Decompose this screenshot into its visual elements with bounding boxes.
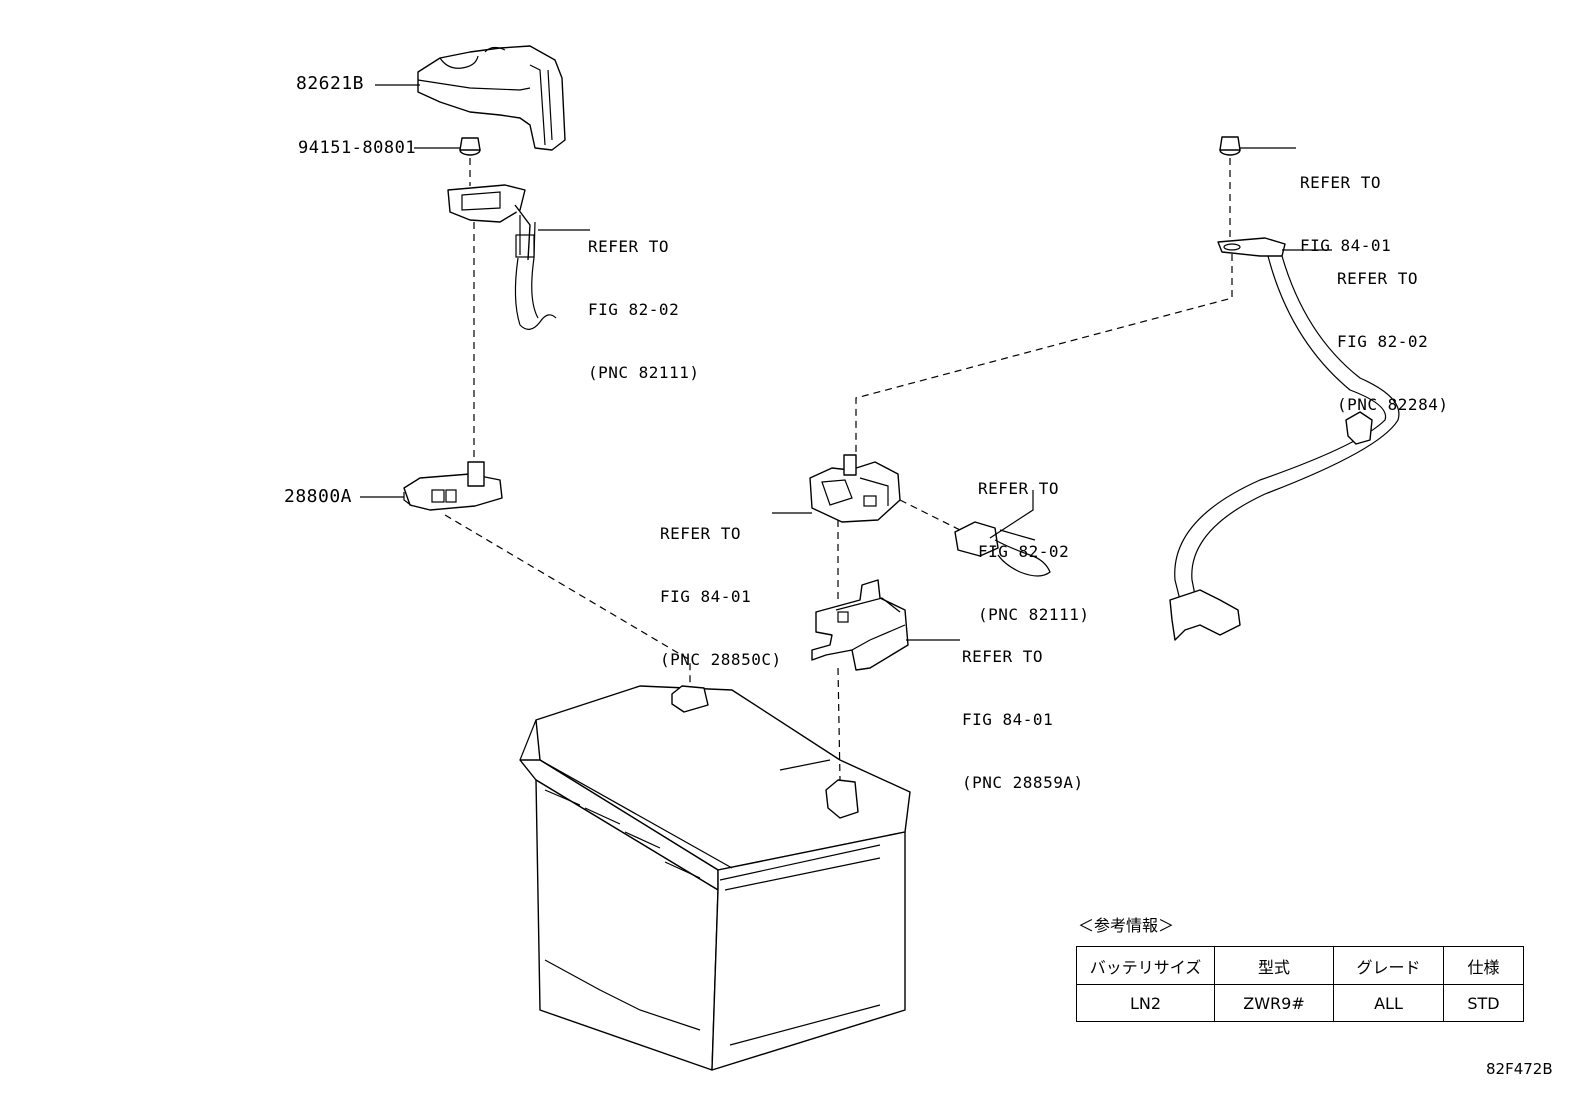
ref-line: (PNC 28850C) <box>660 650 782 669</box>
ref-line: REFER TO <box>588 237 670 256</box>
info-header-cell: グレード <box>1333 946 1444 985</box>
ref-line: REFER TO <box>978 479 1060 498</box>
info-header-cell: 仕様 <box>1443 946 1524 985</box>
ref-cable-negative: REFER TO FIG 82-02 (PNC 82284) <box>1337 226 1448 436</box>
info-header-cell: バッテリサイズ <box>1076 946 1215 985</box>
part-label-nut: 94151-80801 <box>298 138 417 158</box>
ref-nut-top-right: REFER TO FIG 84-01 <box>1300 130 1391 277</box>
ref-line: (PNC 82111) <box>588 363 700 382</box>
ref-connector: REFER TO FIG 82-02 (PNC 82111) <box>978 436 1089 646</box>
ref-line: FIG 84-01 <box>962 710 1054 729</box>
clamp-part <box>403 461 503 511</box>
ref-line: FIG 82-02 <box>1337 332 1429 351</box>
info-table: バッテリサイズ 型式 グレード 仕様 LN2 ZWR9# ALL STD <box>1076 946 1524 1022</box>
info-header-cell: 型式 <box>1214 946 1334 985</box>
ref-cable-positive: REFER TO FIG 82-02 (PNC 82111) <box>588 194 699 404</box>
drawing-code: 82F472B <box>1486 1060 1553 1078</box>
info-title: ＜参考情報＞ <box>1078 916 1175 935</box>
ref-line: (PNC 82111) <box>978 605 1090 624</box>
ref-line: REFER TO <box>1337 269 1419 288</box>
connector-part <box>954 521 1051 577</box>
part-label-clamp: 28800A <box>284 486 353 507</box>
battery-part <box>519 685 911 1071</box>
ref-line: REFER TO <box>1300 173 1382 192</box>
ref-line: FIG 82-02 <box>588 300 680 319</box>
assembly-lines <box>444 158 1233 781</box>
ref-line: REFER TO <box>962 647 1044 666</box>
info-header-row: バッテリサイズ 型式 グレード 仕様 <box>1076 946 1524 985</box>
ref-line: REFER TO <box>660 524 742 543</box>
nut-part <box>459 137 481 156</box>
ref-line: FIG 82-02 <box>978 542 1070 561</box>
ref-line: (PNC 28859A) <box>962 773 1084 792</box>
bracket-part <box>811 579 909 671</box>
ref-bracket: REFER TO FIG 84-01 (PNC 28859A) <box>962 604 1084 814</box>
ref-line: FIG 84-01 <box>660 587 752 606</box>
positive-cable-part <box>447 184 557 330</box>
ref-line: (PNC 82284) <box>1337 395 1449 414</box>
leader-lines <box>360 84 1332 641</box>
sensor-part <box>809 454 901 523</box>
info-cell: STD <box>1443 984 1524 1022</box>
ref-line: FIG 84-01 <box>1300 236 1392 255</box>
info-data-row: LN2 ZWR9# ALL STD <box>1076 984 1524 1022</box>
info-cell: ZWR9# <box>1214 984 1334 1022</box>
ref-sensor: REFER TO FIG 84-01 (PNC 28850C) <box>660 481 782 691</box>
info-cell: LN2 <box>1076 984 1215 1022</box>
terminal-cover-part <box>417 45 566 151</box>
part-label-terminal-cover: 82621B <box>296 73 365 94</box>
negative-cable-part <box>1169 136 1400 641</box>
info-cell: ALL <box>1333 984 1444 1022</box>
